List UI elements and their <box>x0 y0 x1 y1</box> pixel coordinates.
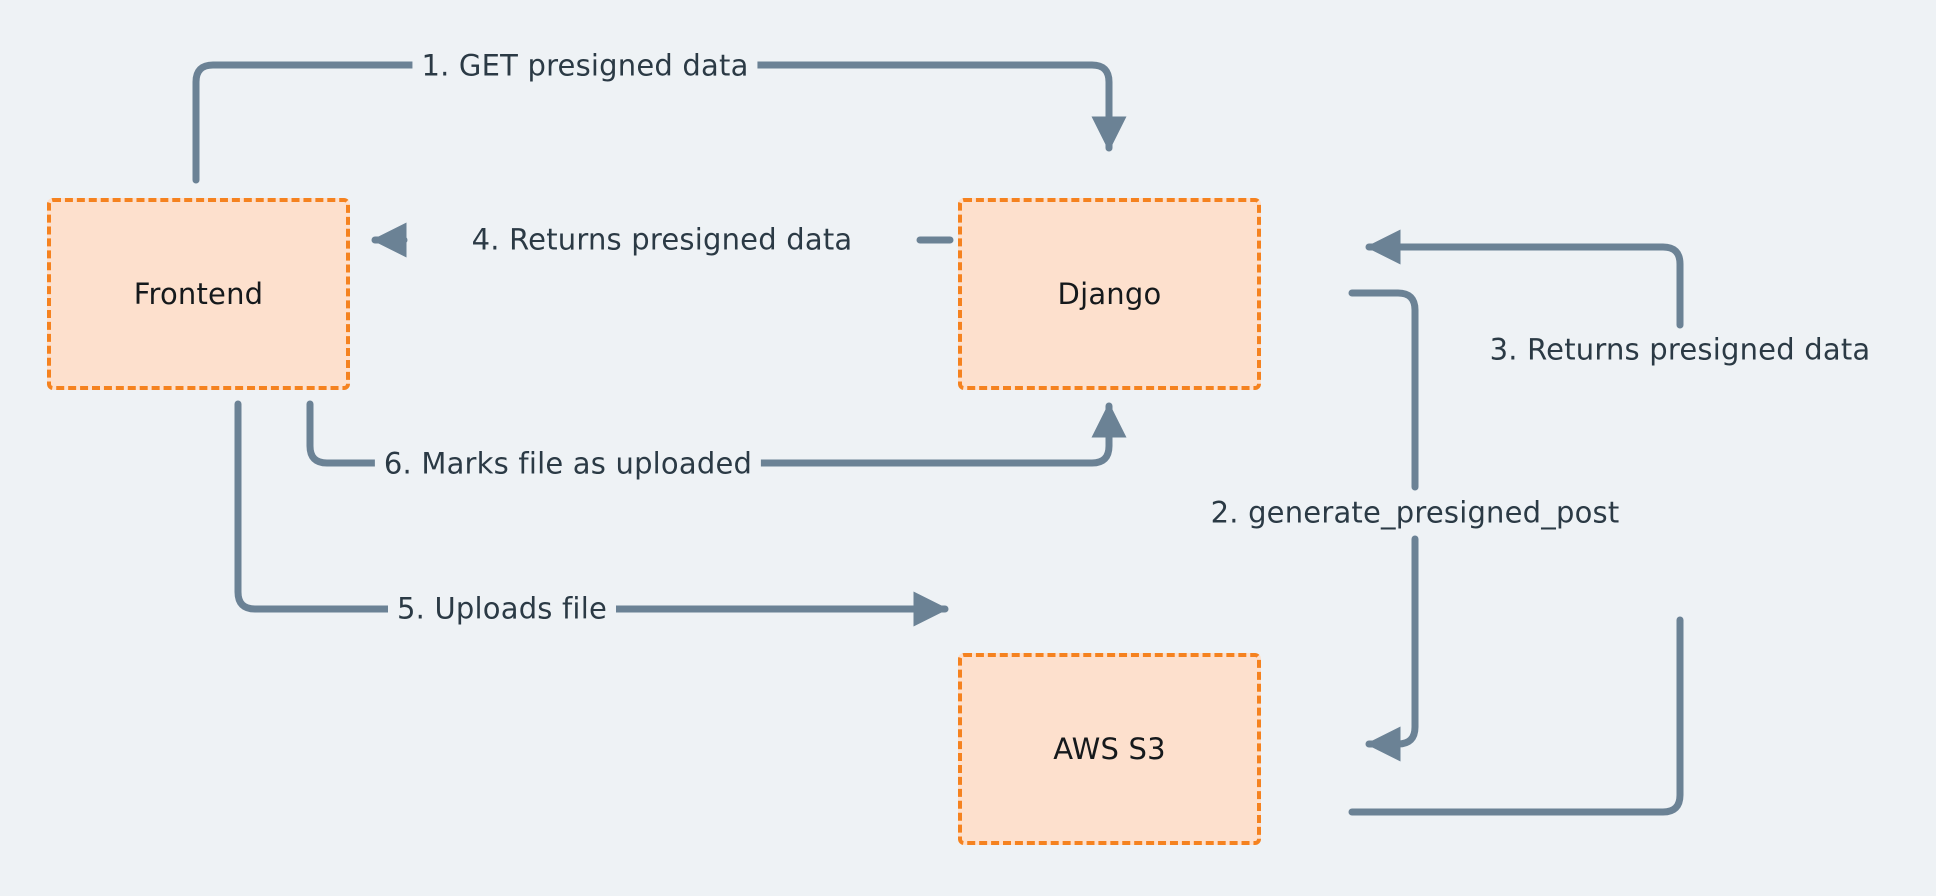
node-aws-s3[interactable]: AWS S3 <box>958 653 1261 845</box>
node-django-label: Django <box>1057 277 1162 311</box>
edge-label-6: 6. Marks file as uploaded <box>374 446 762 481</box>
edge-label-3: 3. Returns presigned data <box>1480 332 1880 367</box>
edge-path-3b <box>1365 229 1684 329</box>
node-django[interactable]: Django <box>958 198 1261 390</box>
edge-path-6b <box>730 402 1127 467</box>
edge-path-1b <box>723 61 1127 152</box>
edge-path-6 <box>306 400 406 467</box>
edge-path-2b <box>1365 535 1419 762</box>
node-frontend[interactable]: Frontend <box>47 198 350 390</box>
node-frontend-label: Frontend <box>133 277 264 311</box>
edge-path-2 <box>1348 289 1419 491</box>
edge-label-2: 2. generate_presigned_post <box>1201 495 1629 530</box>
edge-path-1 <box>192 61 447 184</box>
edge-path-5 <box>234 400 407 613</box>
edge-label-4: 4. Returns presigned data <box>462 222 862 257</box>
node-aws-s3-label: AWS S3 <box>1053 732 1166 766</box>
edge-label-5: 5. Uploads file <box>388 591 616 626</box>
edge-label-1: 1. GET presigned data <box>412 48 758 83</box>
edge-path-3 <box>1348 616 1684 816</box>
